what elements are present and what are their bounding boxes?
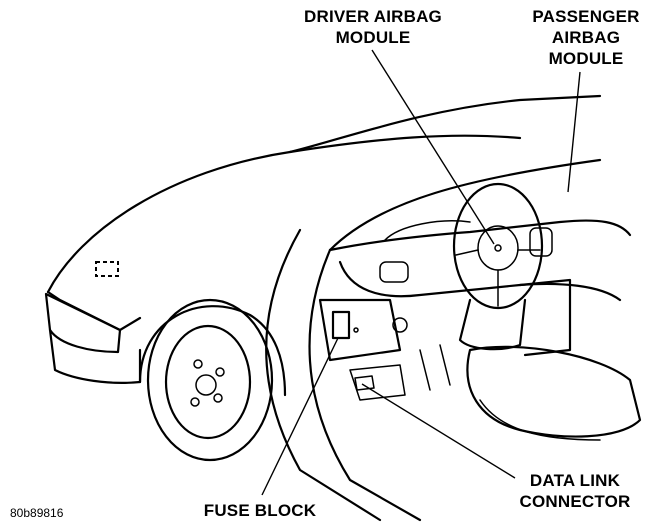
hood-emblem: [95, 261, 119, 277]
windshield-lower: [328, 158, 602, 252]
left-vent: [379, 261, 409, 283]
driver-airbag-label-line1: DRIVER AIRBAG: [304, 7, 442, 26]
leader-data-link: [361, 383, 516, 479]
data-link-label-line1: DATA LINK: [529, 471, 621, 490]
knee-panel: [318, 298, 402, 362]
headlamp: [44, 292, 122, 354]
wheel-hub: [195, 374, 217, 396]
door-sill: [308, 248, 422, 522]
steering-column: [458, 298, 527, 351]
dash-lower: [338, 260, 622, 302]
data-link-connector-label: DATA LINK CONNECTOR: [505, 470, 645, 512]
a-pillar: [288, 94, 602, 154]
front-bumper: [48, 328, 142, 384]
passenger-airbag-label: PASSENGER AIRBAG MODULE: [526, 6, 646, 69]
fender-top: [46, 290, 142, 332]
leader-fuse-block: [261, 337, 339, 496]
under-dash-bracket: [349, 364, 406, 401]
fuse-block: [331, 310, 351, 340]
driver-airbag-label: DRIVER AIRBAG MODULE: [298, 6, 448, 48]
ignition: [392, 317, 408, 333]
center-console: [518, 278, 572, 357]
wheel-outer: [146, 298, 274, 462]
seat: [466, 345, 642, 438]
driver-airbag-hub: [477, 225, 519, 271]
dashboard: [328, 219, 632, 252]
passenger-airbag-label-line1: PASSENGER: [532, 7, 640, 26]
wheel-rim: [164, 324, 252, 440]
instrument-cluster: [384, 220, 471, 241]
passenger-airbag-label-line2: AIRBAG: [551, 28, 621, 47]
figure-id: 80b89816: [10, 506, 64, 520]
fuse-block-label: FUSE BLOCK: [203, 501, 317, 520]
passenger-airbag-label-line3: MODULE: [548, 49, 624, 68]
wheel-arch: [138, 305, 287, 397]
steering-wheel: [452, 182, 544, 310]
data-link-label-line2: CONNECTOR: [519, 492, 631, 511]
door-opening: [265, 228, 382, 522]
driver-airbag-label-line2: MODULE: [335, 28, 411, 47]
leader-passenger-airbag: [567, 71, 581, 193]
leader-driver-airbag: [371, 49, 495, 245]
data-link-connector-part: [354, 375, 375, 391]
